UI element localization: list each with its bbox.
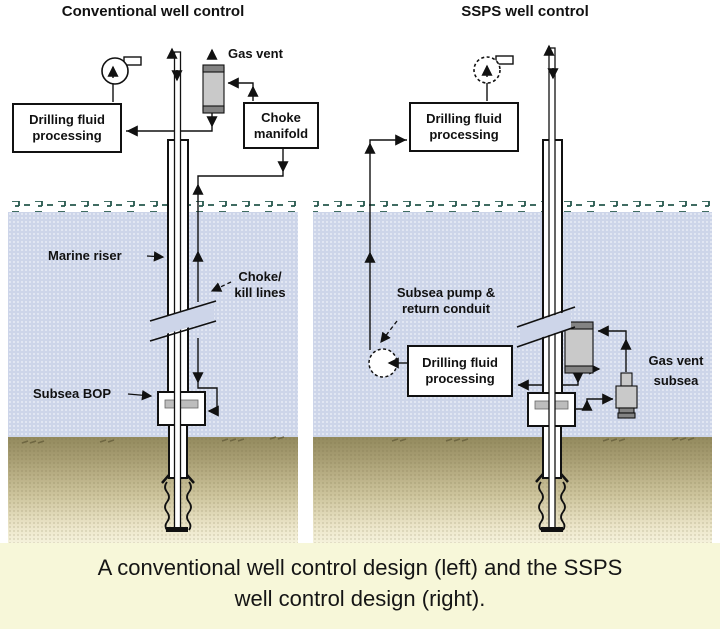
caption-line-2: well control design (right). <box>234 586 486 611</box>
subsea-bop-icon <box>157 391 206 426</box>
box-text: Drilling fluid <box>29 112 105 127</box>
seabed-left <box>8 437 298 543</box>
caption-line-1: A conventional well control design (left… <box>97 555 623 580</box>
subsea-pump-leader <box>380 320 398 344</box>
left-panel-title: Conventional well control <box>61 3 245 20</box>
gas-vent-subsea-icon <box>615 372 638 419</box>
break-marks-right <box>516 306 576 348</box>
gas-separator-icon <box>202 64 225 114</box>
subsea-bop-label: Subsea BOP <box>33 386 112 401</box>
label-line: Subsea pump & <box>396 285 496 300</box>
drill-string-right <box>548 47 556 529</box>
pump-icon <box>101 56 142 85</box>
sea-water-right <box>313 212 712 437</box>
box-text: manifold <box>253 125 309 141</box>
box-text: Drilling fluid <box>426 111 502 126</box>
subsea-pump-return-conduit-label: Subsea pump & return conduit <box>383 285 509 317</box>
pump-icon-right <box>473 55 514 84</box>
drilling-fluid-processing-box-subsea: Drilling fluid processing <box>407 345 513 397</box>
gas-vent-subsea-label: Gas vent subsea <box>636 351 716 391</box>
box-text: processing <box>32 128 102 143</box>
label-line: kill lines <box>234 285 286 300</box>
seabed-ticks <box>21 436 695 444</box>
box-text: Choke <box>261 109 301 125</box>
label-line: return conduit <box>401 301 491 316</box>
choke-manifold-box: Choke manifold <box>243 102 319 149</box>
choke-kill-lines-label: Choke/ kill lines <box>222 269 298 301</box>
box-text: Drilling fluid <box>422 355 498 370</box>
drill-string-left <box>173 51 182 529</box>
drill-bit-left <box>166 527 188 532</box>
marine-riser-label: Marine riser <box>48 248 122 263</box>
drilling-fluid-processing-box-right-surface: Drilling fluid processing <box>409 102 519 152</box>
label-line: Gas vent <box>648 353 704 368</box>
box-text: processing <box>425 371 495 386</box>
subsea-pump-icon <box>368 348 399 378</box>
wave-line-left <box>8 201 298 212</box>
box-text: processing <box>429 127 499 142</box>
drill-bit-right <box>541 527 563 532</box>
seabed-right <box>313 437 712 543</box>
gas-vent-label: Gas vent <box>228 46 283 61</box>
break-marks-left <box>149 300 217 342</box>
wave-line-right <box>313 201 712 212</box>
left-flow-arrows <box>126 77 289 417</box>
label-line: Choke/ <box>238 269 282 284</box>
label-line: subsea <box>653 373 699 388</box>
drilling-fluid-processing-box-left: Drilling fluid processing <box>12 103 122 153</box>
left-label-leaders <box>127 251 232 401</box>
right-panel-title: SSPS well control <box>461 3 589 20</box>
figure-caption: A conventional well control design (left… <box>0 543 720 629</box>
